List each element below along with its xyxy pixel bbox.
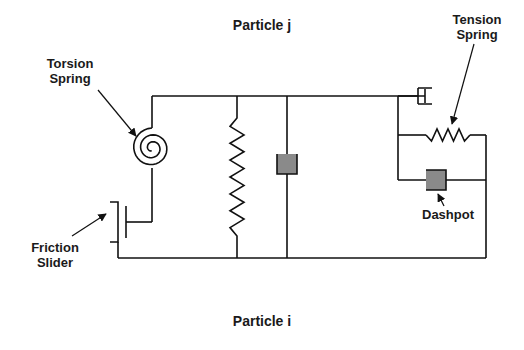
particle-name: Particle i (233, 313, 291, 329)
shear-link (470, 134, 486, 136)
shear-slider (418, 88, 432, 104)
slider-plate (125, 206, 127, 238)
torsion-spring (134, 128, 167, 168)
rolling-link (151, 168, 153, 222)
leader-arrow (452, 44, 474, 124)
part-label: Torsion Spring (34, 56, 106, 86)
leader-arrow (438, 194, 444, 206)
part-label: Dashpot (418, 207, 478, 222)
rolling-link (126, 221, 152, 223)
particle-ellipse: Particle j (189, 1, 335, 157)
leader-arrow (98, 90, 136, 136)
dashpot-rod (286, 174, 288, 258)
shear-link (397, 96, 399, 180)
leader-arrow (72, 214, 106, 236)
normal-spring (230, 96, 244, 258)
shear-link (398, 95, 418, 97)
dashpot-cylinder (277, 154, 297, 174)
particle-ellipse: Particle i (189, 152, 335, 347)
top-bar (152, 95, 425, 97)
shear-link (485, 135, 487, 258)
shear-link (446, 179, 486, 181)
particle-name: Particle j (233, 17, 291, 33)
dashpot-cylinder (426, 170, 446, 190)
part-label: Friction Slider (20, 240, 90, 270)
dashpot-rod (286, 96, 288, 160)
shear-link (398, 134, 426, 136)
part-label: Tension Spring (440, 12, 514, 42)
rolling-link (117, 242, 119, 258)
bottom-bar (118, 257, 486, 259)
slider-plate (424, 89, 426, 103)
friction-slider (110, 202, 118, 242)
tension-spring (426, 129, 470, 141)
rolling-link (151, 96, 153, 128)
